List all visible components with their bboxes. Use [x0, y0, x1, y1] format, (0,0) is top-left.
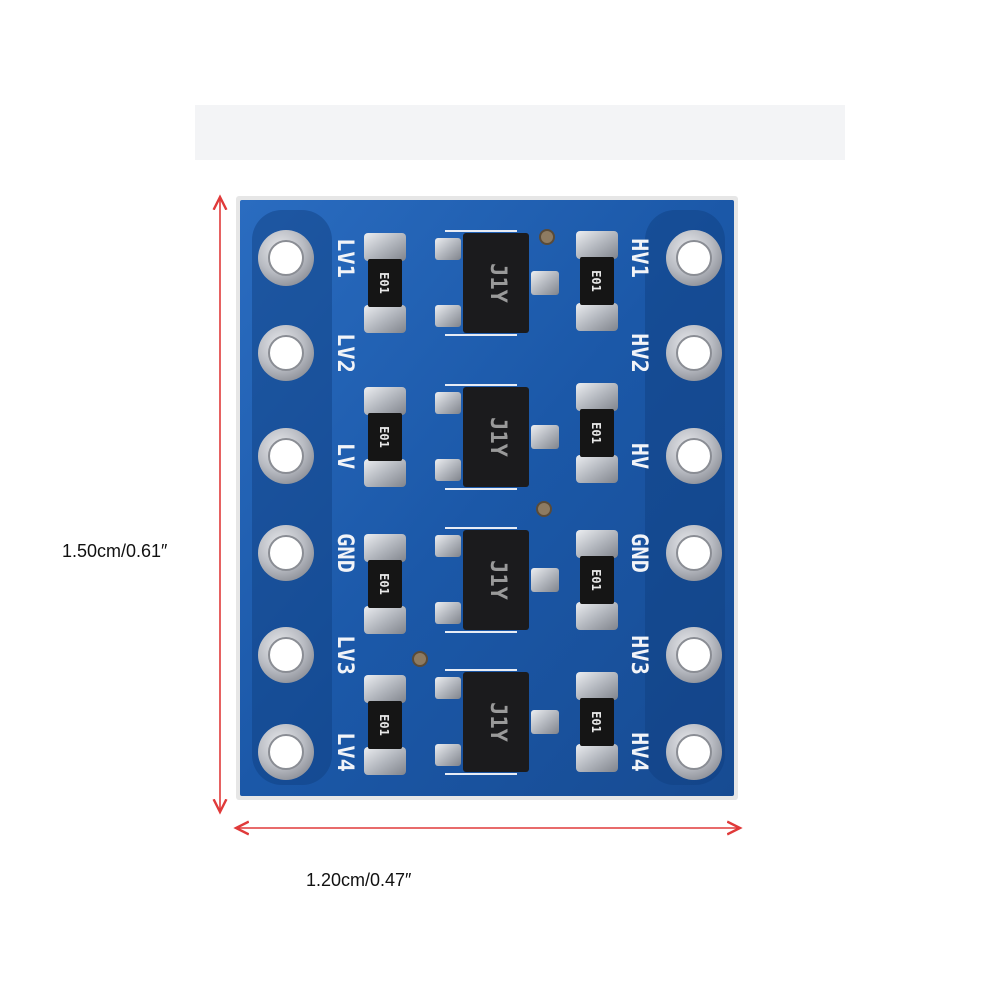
left-pin-label: LV1 [332, 238, 357, 278]
via [412, 651, 428, 667]
right-pin-label: HV2 [626, 333, 651, 373]
left-pin-hole-1 [258, 230, 314, 286]
right-pin-label: HV1 [626, 238, 651, 278]
right-pin-label: GND [626, 533, 651, 573]
pcb-board [236, 196, 738, 800]
right-pin-hole-3 [666, 428, 722, 484]
resistor-marking: E01 [377, 272, 391, 294]
resistor: E01 [364, 675, 406, 775]
left-pin-label: LV4 [332, 732, 357, 772]
left-pin-label: LV2 [332, 333, 357, 373]
left-pin-hole-6 [258, 724, 314, 780]
transistor-chip: J1Y [435, 669, 559, 775]
left-pin-hole-4 [258, 525, 314, 581]
left-pin-label: LV [332, 443, 357, 470]
left-pin-hole-2 [258, 325, 314, 381]
transistor-marking: J1Y [485, 702, 510, 742]
resistor-marking: E01 [589, 569, 603, 591]
right-pin-hole-6 [666, 724, 722, 780]
transistor-marking: J1Y [485, 417, 510, 457]
left-pin-label: GND [332, 533, 357, 573]
transistor-chip: J1Y [435, 527, 559, 633]
transistor-chip: J1Y [435, 384, 559, 490]
width-dimension-label: 1.20cm/0.47″ [306, 870, 412, 890]
resistor-marking: E01 [589, 422, 603, 444]
right-pin-hole-1 [666, 230, 722, 286]
right-pin-hole-2 [666, 325, 722, 381]
resistor: E01 [576, 530, 618, 630]
right-pin-label: HV3 [626, 635, 651, 675]
resistor: E01 [364, 233, 406, 333]
left-pin-hole-5 [258, 627, 314, 683]
right-pin-hole-5 [666, 627, 722, 683]
resistor-marking: E01 [377, 426, 391, 448]
right-pin-label: HV4 [626, 732, 651, 772]
right-pin-label: HV [626, 443, 651, 470]
resistor: E01 [576, 383, 618, 483]
left-pin-hole-3 [258, 428, 314, 484]
right-pin-hole-4 [666, 525, 722, 581]
background-shadow [195, 105, 845, 160]
via [536, 501, 552, 517]
resistor-marking: E01 [589, 270, 603, 292]
transistor-marking: J1Y [485, 560, 510, 600]
transistor-chip: J1Y [435, 230, 559, 336]
left-pin-label: LV3 [332, 635, 357, 675]
resistor-marking: E01 [377, 573, 391, 595]
via [539, 229, 555, 245]
resistor: E01 [576, 672, 618, 772]
resistor-marking: E01 [589, 711, 603, 733]
resistor: E01 [364, 387, 406, 487]
height-dimension-label: 1.50cm/0.61″ [62, 541, 168, 561]
resistor: E01 [364, 534, 406, 634]
transistor-marking: J1Y [485, 263, 510, 303]
resistor-marking: E01 [377, 714, 391, 736]
resistor: E01 [576, 231, 618, 331]
